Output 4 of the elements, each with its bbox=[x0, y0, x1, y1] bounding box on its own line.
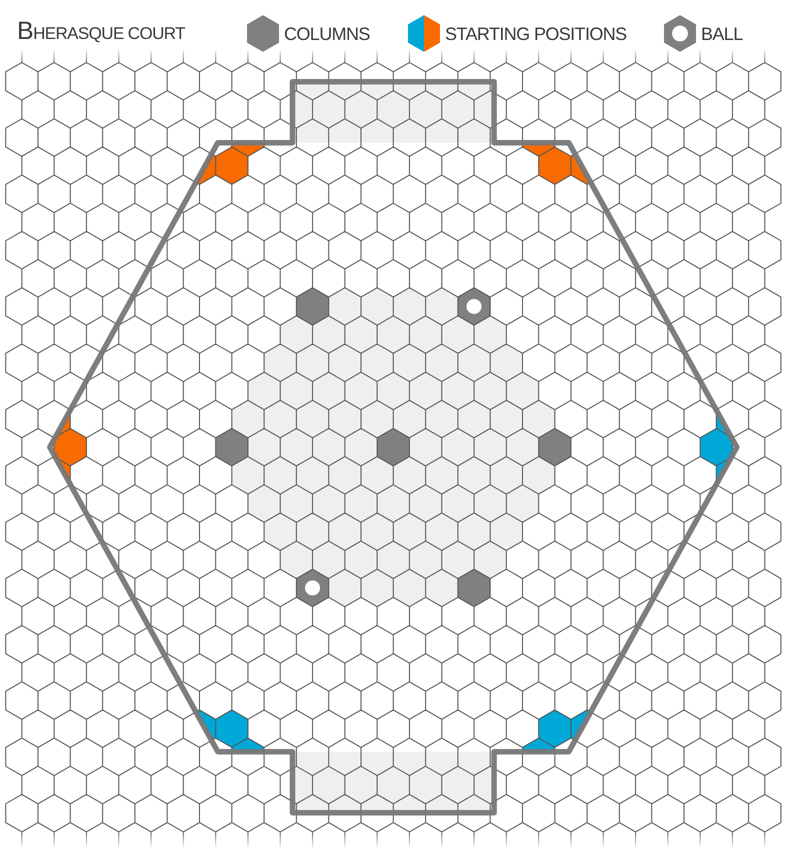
legend-label: COLUMNS bbox=[284, 24, 370, 42]
title: BHERASQUE COURT bbox=[17, 16, 185, 47]
legend-label: STARTING POSITIONS bbox=[445, 24, 627, 42]
legend-label: BALL bbox=[701, 24, 743, 42]
